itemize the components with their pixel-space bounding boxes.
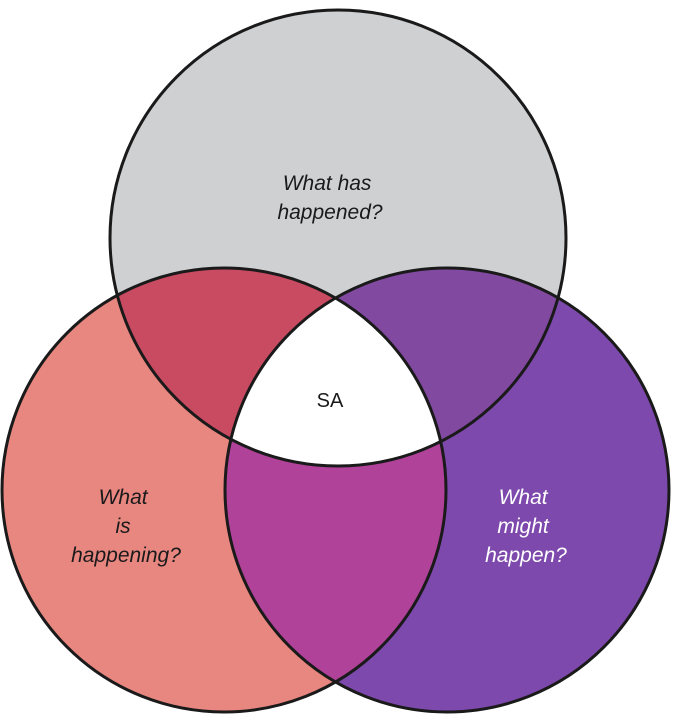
label-past-line-2: happened? bbox=[277, 201, 382, 224]
label-present: What is happening? bbox=[71, 486, 181, 567]
label-future-line-3: happen? bbox=[485, 544, 567, 567]
label-future: What might happen? bbox=[485, 486, 567, 567]
circle-future-outline bbox=[223, 266, 671, 714]
label-present-line-1: What bbox=[99, 486, 149, 509]
label-past-line-1: What has bbox=[283, 172, 372, 195]
label-future-line-2: might bbox=[497, 515, 550, 538]
overlap-all bbox=[225, 268, 446, 466]
label-present-line-3: happening? bbox=[71, 544, 181, 567]
circle-past-outline bbox=[108, 8, 568, 468]
label-future-line-1: What bbox=[499, 486, 549, 509]
center-label-sa: SA bbox=[317, 390, 344, 412]
label-present-line-2: is bbox=[115, 515, 131, 538]
label-past: What has happened? bbox=[277, 172, 382, 224]
circle-present-outline bbox=[0, 266, 448, 714]
